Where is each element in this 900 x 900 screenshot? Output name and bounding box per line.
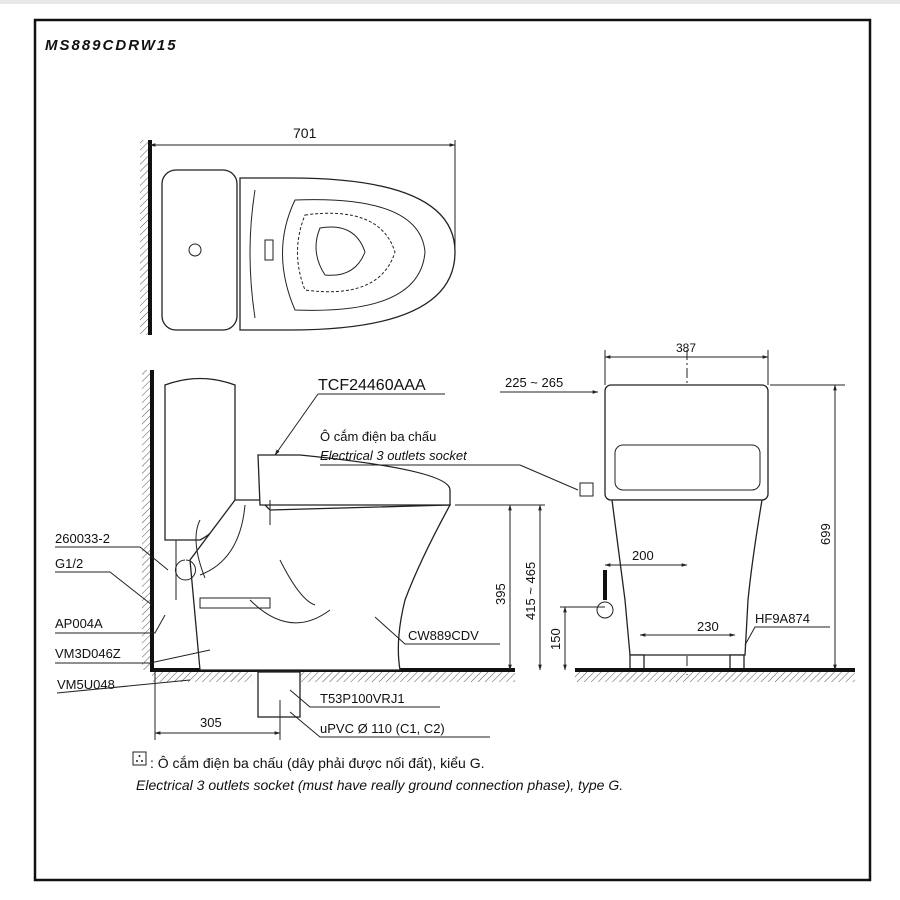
drawing-frame	[33, 18, 872, 882]
dim-305: 305	[200, 715, 222, 730]
part-vm5u048: VM5U048	[57, 677, 115, 692]
front-view: 387 225 ~ 265 699 200 230 150 HF9A874	[500, 341, 855, 682]
dim-225-265: 225 ~ 265	[505, 375, 563, 390]
dim-200: 200	[632, 548, 654, 563]
model-title: MS889CDRW15	[45, 37, 178, 54]
socket-icon	[579, 482, 594, 497]
seat-model-label: TCF24460AAA	[318, 377, 426, 394]
dim-699: 699	[818, 523, 833, 545]
dim-395: 395	[493, 583, 508, 605]
part-g1-2: G1/2	[55, 556, 83, 571]
socket-label-en: Electrical 3 outlets socket	[320, 448, 468, 463]
dim-415-465: 415 ~ 465	[523, 562, 538, 620]
footnote-en: Electrical 3 outlets socket (must have r…	[136, 777, 623, 793]
footnote: : Ô cắm điện ba chấu (dây phải được nối …	[132, 751, 623, 793]
part-vm3d046z: VM3D046Z	[55, 646, 121, 661]
part-hf9a874: HF9A874	[755, 611, 810, 626]
side-view: TCF24460AAA Ô cắm điện ba chấu Electrica…	[55, 370, 594, 740]
part-cw889cdv: CW889CDV	[408, 628, 479, 643]
part-260033-2: 260033-2	[55, 531, 110, 546]
dim-387: 387	[676, 341, 696, 355]
part-t53p100vrj1: T53P100VRJ1	[320, 691, 405, 706]
top-view: 701	[140, 125, 456, 335]
footnote-vi: : Ô cắm điện ba chấu (dây phải được nối …	[150, 755, 485, 771]
dim-701: 701	[293, 125, 317, 141]
dim-150: 150	[548, 628, 563, 650]
socket-label-vi: Ô cắm điện ba chấu	[320, 429, 436, 444]
dim-230: 230	[697, 619, 719, 634]
part-ap004a: AP004A	[55, 616, 103, 631]
socket-icon	[132, 751, 147, 766]
part-upvc-pipe: uPVC Ø 110 (C1, C2)	[320, 721, 445, 736]
